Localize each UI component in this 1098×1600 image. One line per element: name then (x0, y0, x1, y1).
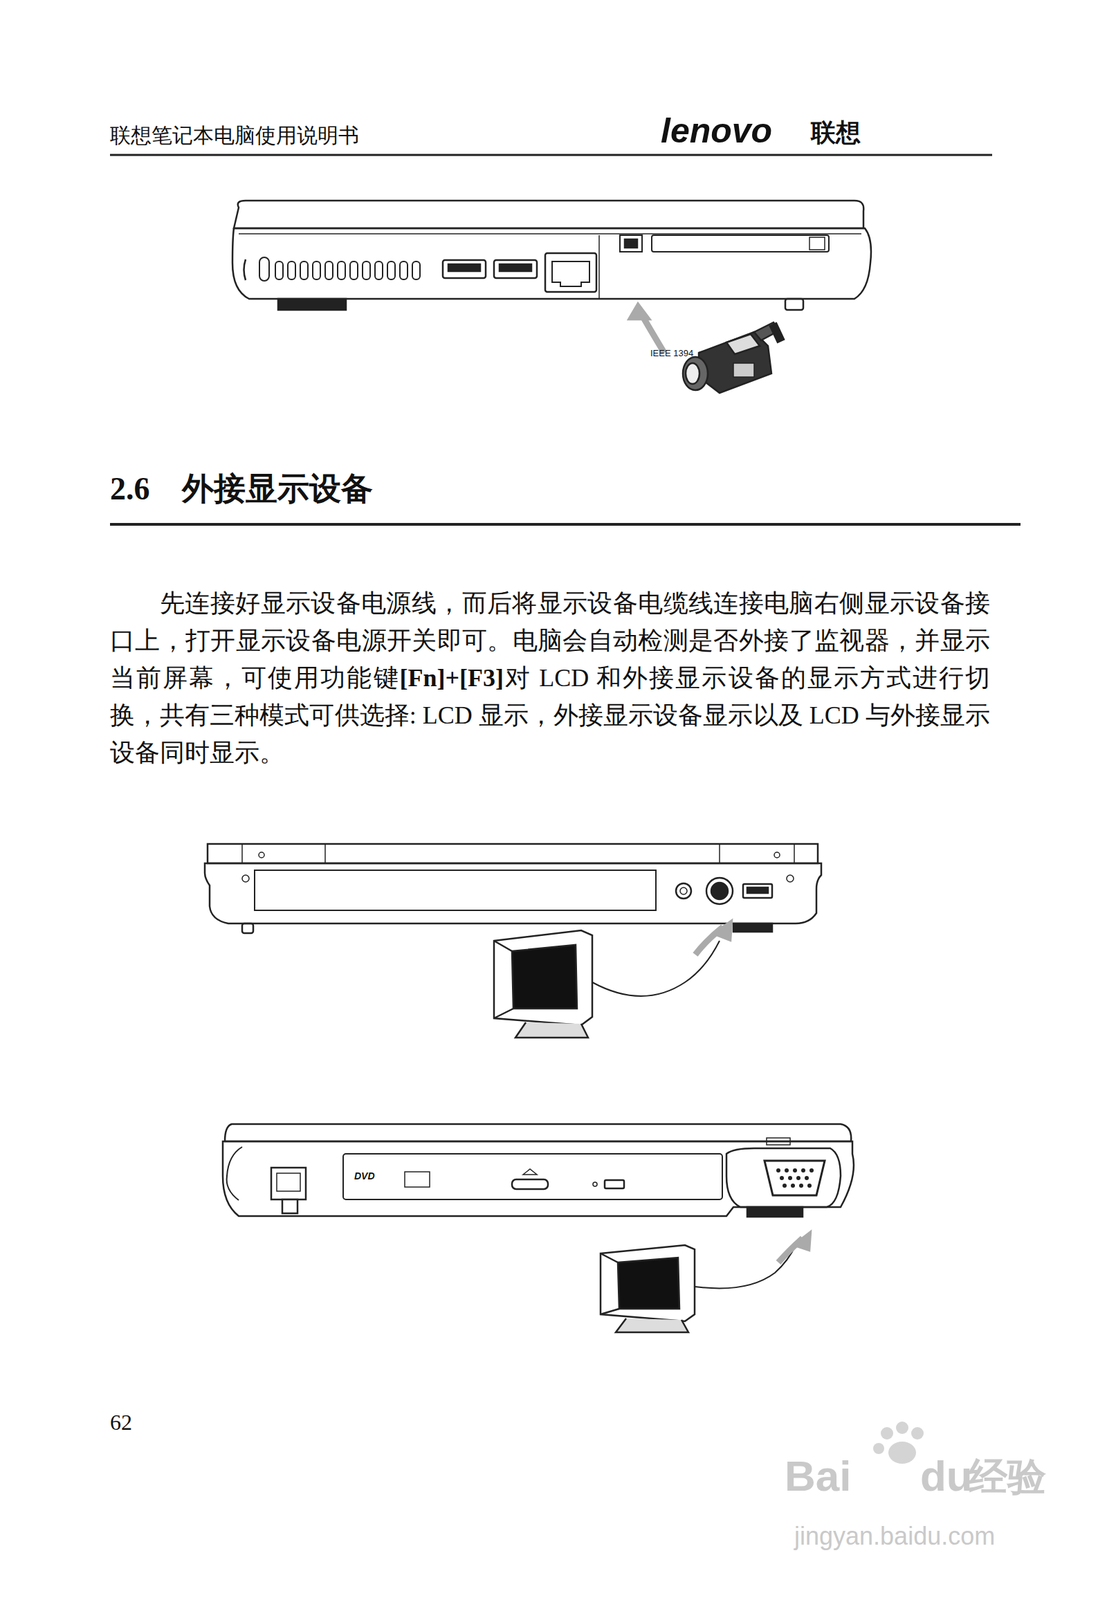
brand-logo: 联想 (810, 116, 861, 151)
drive-label: DVD (354, 1170, 375, 1182)
body-paragraph: 先连接好显示设备电源线，而后将显示设备电缆线连接电脑右侧显示设备接口上，打开显示… (110, 584, 991, 772)
header-rule (110, 154, 993, 157)
laptop-side-view (232, 200, 872, 310)
watermark: Bai (784, 1451, 852, 1501)
monitor (493, 920, 732, 1038)
watermark: jingyan.baidu.com (794, 1522, 995, 1552)
heading-rule (110, 523, 1021, 526)
laptop-front-view (222, 1124, 854, 1218)
camcorder (628, 303, 784, 393)
page-number: 62 (110, 1410, 133, 1436)
laptop-back-view (204, 844, 822, 934)
key-combination: [Fn]+[F3] (399, 664, 504, 692)
watermark: 经验 (968, 1451, 1047, 1505)
running-header: 联想笔记本电脑使用说明书 (110, 121, 360, 151)
monitor (600, 1231, 811, 1333)
watermark: du (920, 1451, 973, 1501)
brand-logo: lenovo (660, 110, 773, 151)
section-heading: 2.6 外接显示设备 (110, 467, 373, 511)
port-label: IEEE 1394 (650, 348, 694, 359)
watermark-paw (873, 1421, 924, 1464)
